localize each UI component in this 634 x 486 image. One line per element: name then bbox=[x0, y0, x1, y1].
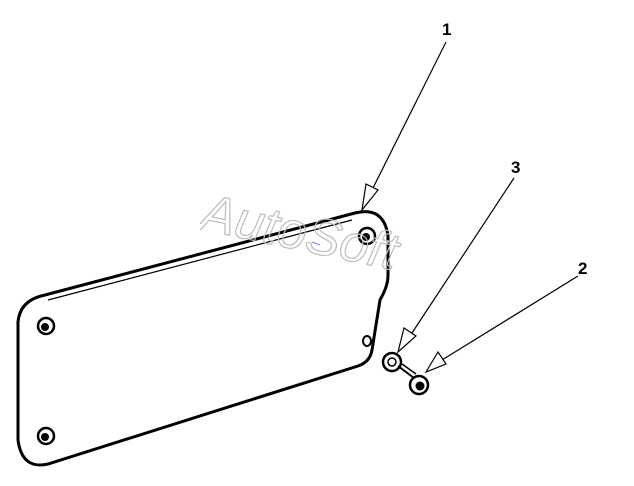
leader-arrow-2 bbox=[424, 275, 579, 374]
mounting-hole-left-lower bbox=[36, 426, 56, 446]
mounting-hole-top-right bbox=[357, 226, 377, 246]
mounting-hole-left-upper bbox=[36, 316, 56, 336]
bolt bbox=[397, 363, 430, 396]
washer bbox=[381, 351, 403, 373]
cover-plate-edge bbox=[47, 219, 353, 301]
watermark-text: AutoSoft bbox=[200, 184, 406, 282]
watermark: AutoSoft bbox=[200, 184, 406, 283]
callout-2: 2 bbox=[578, 259, 588, 278]
callout-3: 3 bbox=[511, 158, 521, 177]
cover-plate bbox=[16, 210, 390, 467]
callout-1: 1 bbox=[442, 20, 452, 39]
watermark-mark bbox=[311, 241, 321, 246]
bolt-hole bbox=[362, 335, 372, 347]
leader-arrow-3 bbox=[396, 177, 515, 354]
leader-arrow-1 bbox=[361, 41, 447, 213]
